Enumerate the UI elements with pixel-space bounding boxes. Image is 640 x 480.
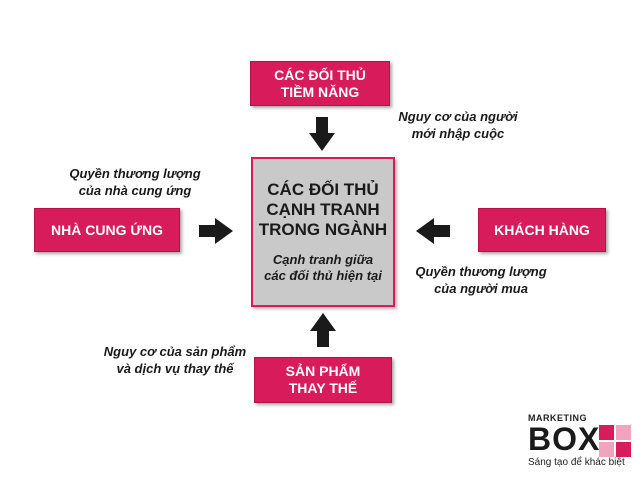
potential-competitors-box: CÁC ĐỐI THỦ TIỀM NĂNG (250, 61, 390, 106)
supplier-box: NHÀ CUNG ỨNG (34, 208, 180, 252)
logo-main-text: BOX (528, 421, 601, 457)
industry-rivalry-subtitle: Cạnh tranh giữa các đối thủ hiện tại (264, 252, 382, 283)
logo-squares-icon (599, 425, 631, 457)
substitutes-threat-note: Nguy cơ của sản phẩm và dịch vụ thay thế (103, 344, 247, 376)
industry-rivalry-box: CÁC ĐỐI THỦ CẠNH TRANH TRONG NGÀNH Cạnh … (251, 157, 395, 307)
industry-rivalry-title: CÁC ĐỐI THỦ CẠNH TRANH TRONG NGÀNH (258, 180, 388, 239)
supplier-power-note: Quyền thương lượng của nhà cung ứng (69, 166, 201, 198)
new-entrants-threat-note: Nguy cơ của người mới nhập cuộc (398, 109, 518, 141)
arrow-left-icon (416, 218, 450, 244)
customer-box: KHÁCH HÀNG (478, 208, 606, 252)
substitute-products-box: SẢN PHẨM THAY THẾ (254, 357, 392, 403)
arrow-down-icon (309, 117, 335, 151)
buyer-power-note: Quyền thương lượng của người mua (415, 264, 547, 296)
arrow-up-icon (310, 313, 336, 347)
logo-tagline: Sáng tạo để khác biệt (528, 457, 625, 468)
marketing-box-logo: MARKETING BOX Sáng tạo để khác biệt (528, 413, 633, 473)
arrow-right-icon (199, 218, 233, 244)
logo-top-text: MARKETING (528, 413, 587, 423)
